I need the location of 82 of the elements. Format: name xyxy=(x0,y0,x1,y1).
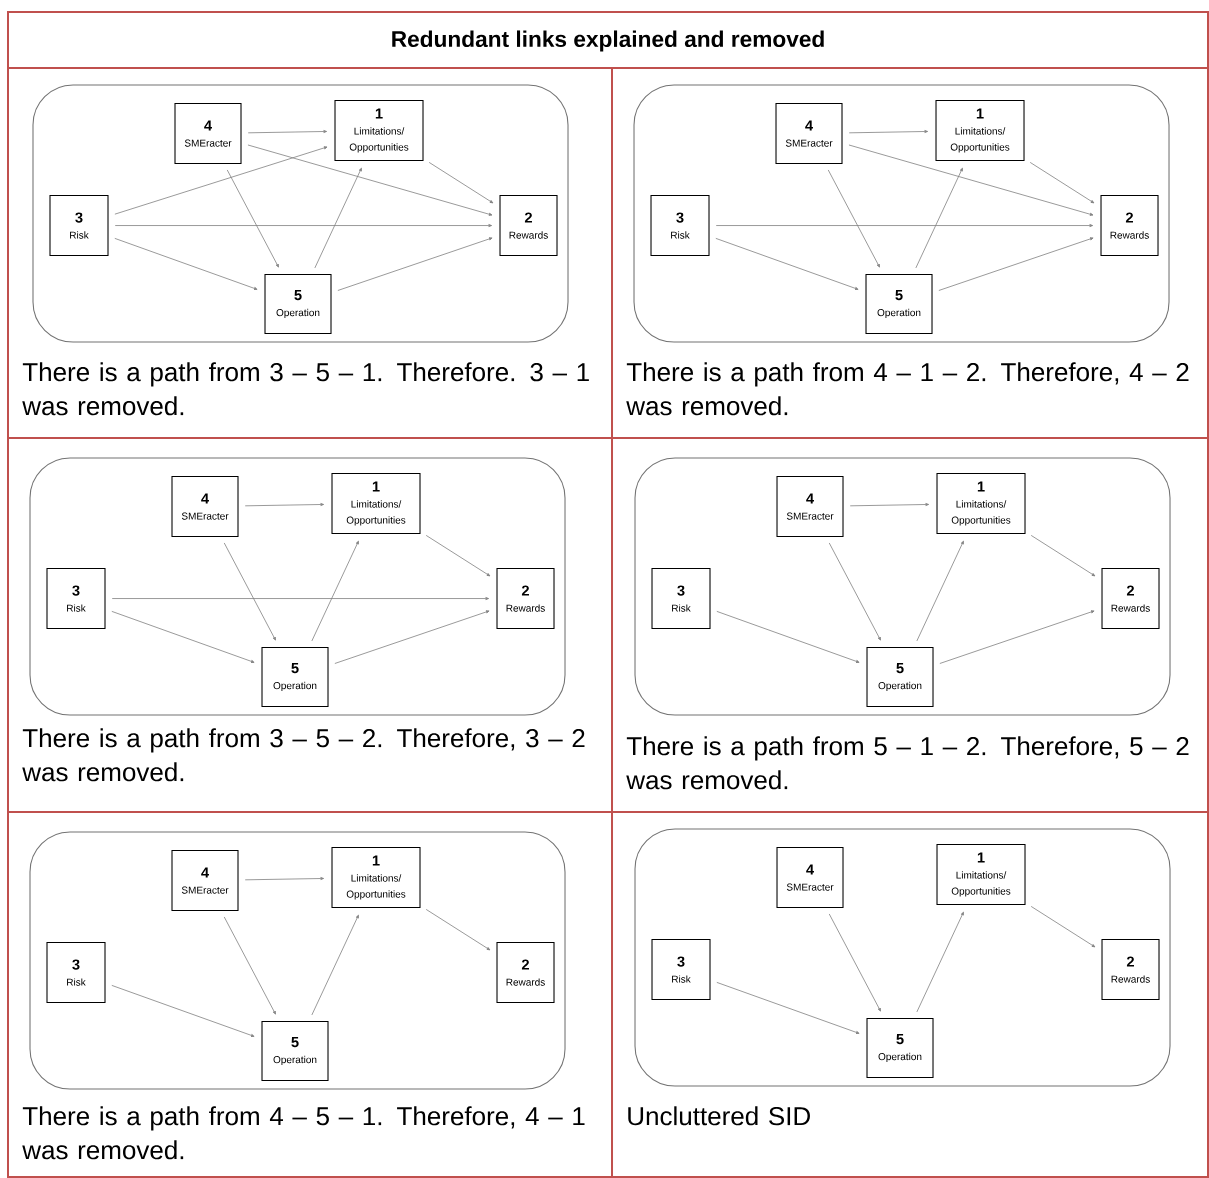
factor-box: 3 Risk xyxy=(651,568,711,630)
arrow xyxy=(311,914,359,1016)
arrow xyxy=(848,144,1094,216)
panel-frame xyxy=(634,828,1171,1087)
factor-box: 3 Risk xyxy=(46,942,106,1004)
arrow xyxy=(244,503,325,507)
arrow xyxy=(111,610,255,663)
arrow xyxy=(1030,906,1096,948)
caption-text: There is a path from 4 – 1 – 2. Therefore, 4 – 2 was removed. xyxy=(626,362,1189,416)
factor-box: 4 SMEracter xyxy=(776,476,844,538)
arrow xyxy=(1030,535,1096,577)
arrow xyxy=(111,985,255,1037)
panel-frame xyxy=(29,831,566,1090)
factor-box: 5 Operation xyxy=(264,274,332,335)
arrow xyxy=(425,909,491,951)
caption-text: There is a path from 4 – 5 – 1. Therefore, 4 – 1 was removed. xyxy=(22,1106,585,1160)
arrow xyxy=(916,540,964,642)
arrow xyxy=(247,130,328,134)
arrow xyxy=(827,169,880,268)
table-title: Redundant links explained and removed xyxy=(392,30,824,52)
factor-box: 5 Operation xyxy=(866,1018,934,1079)
arrow xyxy=(716,982,860,1034)
factor-box: 2 Rewards xyxy=(1101,939,1160,1001)
arrow xyxy=(1029,162,1095,204)
caption-text: There is a path from 3 – 5 – 1. Therefore. 3 – 1 was removed. xyxy=(22,362,589,416)
factor-box: 2 Rewards xyxy=(496,942,555,1004)
arrow xyxy=(226,169,279,268)
factor-box: 3 Risk xyxy=(46,568,106,630)
factor-box: 3 Risk xyxy=(49,195,109,257)
arrow xyxy=(111,597,490,601)
arrow xyxy=(223,542,276,641)
factor-box: 2 Rewards xyxy=(1101,568,1160,630)
factor-box: 5 Operation xyxy=(865,274,933,335)
factor-box: 1 Limitations/ Opportunities xyxy=(331,847,421,909)
arrow xyxy=(114,224,493,228)
arrow xyxy=(715,224,1094,228)
arrow xyxy=(247,144,493,216)
factor-box: 4 SMEracter xyxy=(174,103,242,165)
arrow xyxy=(337,237,493,291)
factor-box: 4 SMEracter xyxy=(171,850,239,912)
arrow xyxy=(428,162,494,204)
arrow xyxy=(311,540,359,642)
arrow xyxy=(314,167,362,269)
panel-frame xyxy=(633,84,1170,343)
factor-box: 4 SMEracter xyxy=(171,476,239,538)
caption-text: There is a path from 5 – 1 – 2. Therefore, 5 – 2 was removed. xyxy=(626,736,1189,790)
factor-box: 2 Rewards xyxy=(1100,195,1159,257)
factor-box: 4 SMEracter xyxy=(775,103,843,165)
panel-frame xyxy=(634,457,1171,716)
arrow xyxy=(939,610,1095,664)
arrow xyxy=(715,237,859,290)
caption-text: Uncluttered SID xyxy=(628,1106,810,1126)
arrow xyxy=(938,237,1094,291)
panel-frame xyxy=(29,457,566,716)
factor-box: 2 Rewards xyxy=(496,568,555,630)
factor-box: 2 Rewards xyxy=(499,195,558,257)
arrow xyxy=(334,610,490,664)
arrow xyxy=(915,167,963,269)
factor-box: 5 Operation xyxy=(866,647,934,708)
arrow xyxy=(916,911,964,1013)
factor-box: 1 Limitations/ Opportunities xyxy=(936,844,1026,906)
factor-box: 3 Risk xyxy=(651,939,711,1001)
arrow xyxy=(114,237,258,290)
factor-box: 4 SMEracter xyxy=(776,847,844,909)
factor-box: 3 Risk xyxy=(650,195,710,257)
arrow xyxy=(828,542,881,641)
arrow xyxy=(244,877,325,881)
caption-text: There is a path from 3 – 5 – 2. Therefore, 3 – 2 was removed. xyxy=(22,728,585,782)
arrow xyxy=(828,913,881,1012)
factor-box: 5 Operation xyxy=(261,647,329,708)
factor-box: 5 Operation xyxy=(261,1021,329,1082)
arrow xyxy=(425,535,491,577)
factor-box: 1 Limitations/ Opportunities xyxy=(331,473,421,535)
factor-box: 1 Limitations/ Opportunities xyxy=(334,100,424,162)
arrow xyxy=(849,503,930,507)
arrow xyxy=(114,146,328,215)
panel-frame xyxy=(32,84,569,343)
arrow xyxy=(223,916,276,1015)
factor-box: 1 Limitations/ Opportunities xyxy=(935,100,1025,162)
factor-box: 1 Limitations/ Opportunities xyxy=(936,473,1026,535)
arrow xyxy=(848,130,929,134)
arrow xyxy=(716,610,860,663)
